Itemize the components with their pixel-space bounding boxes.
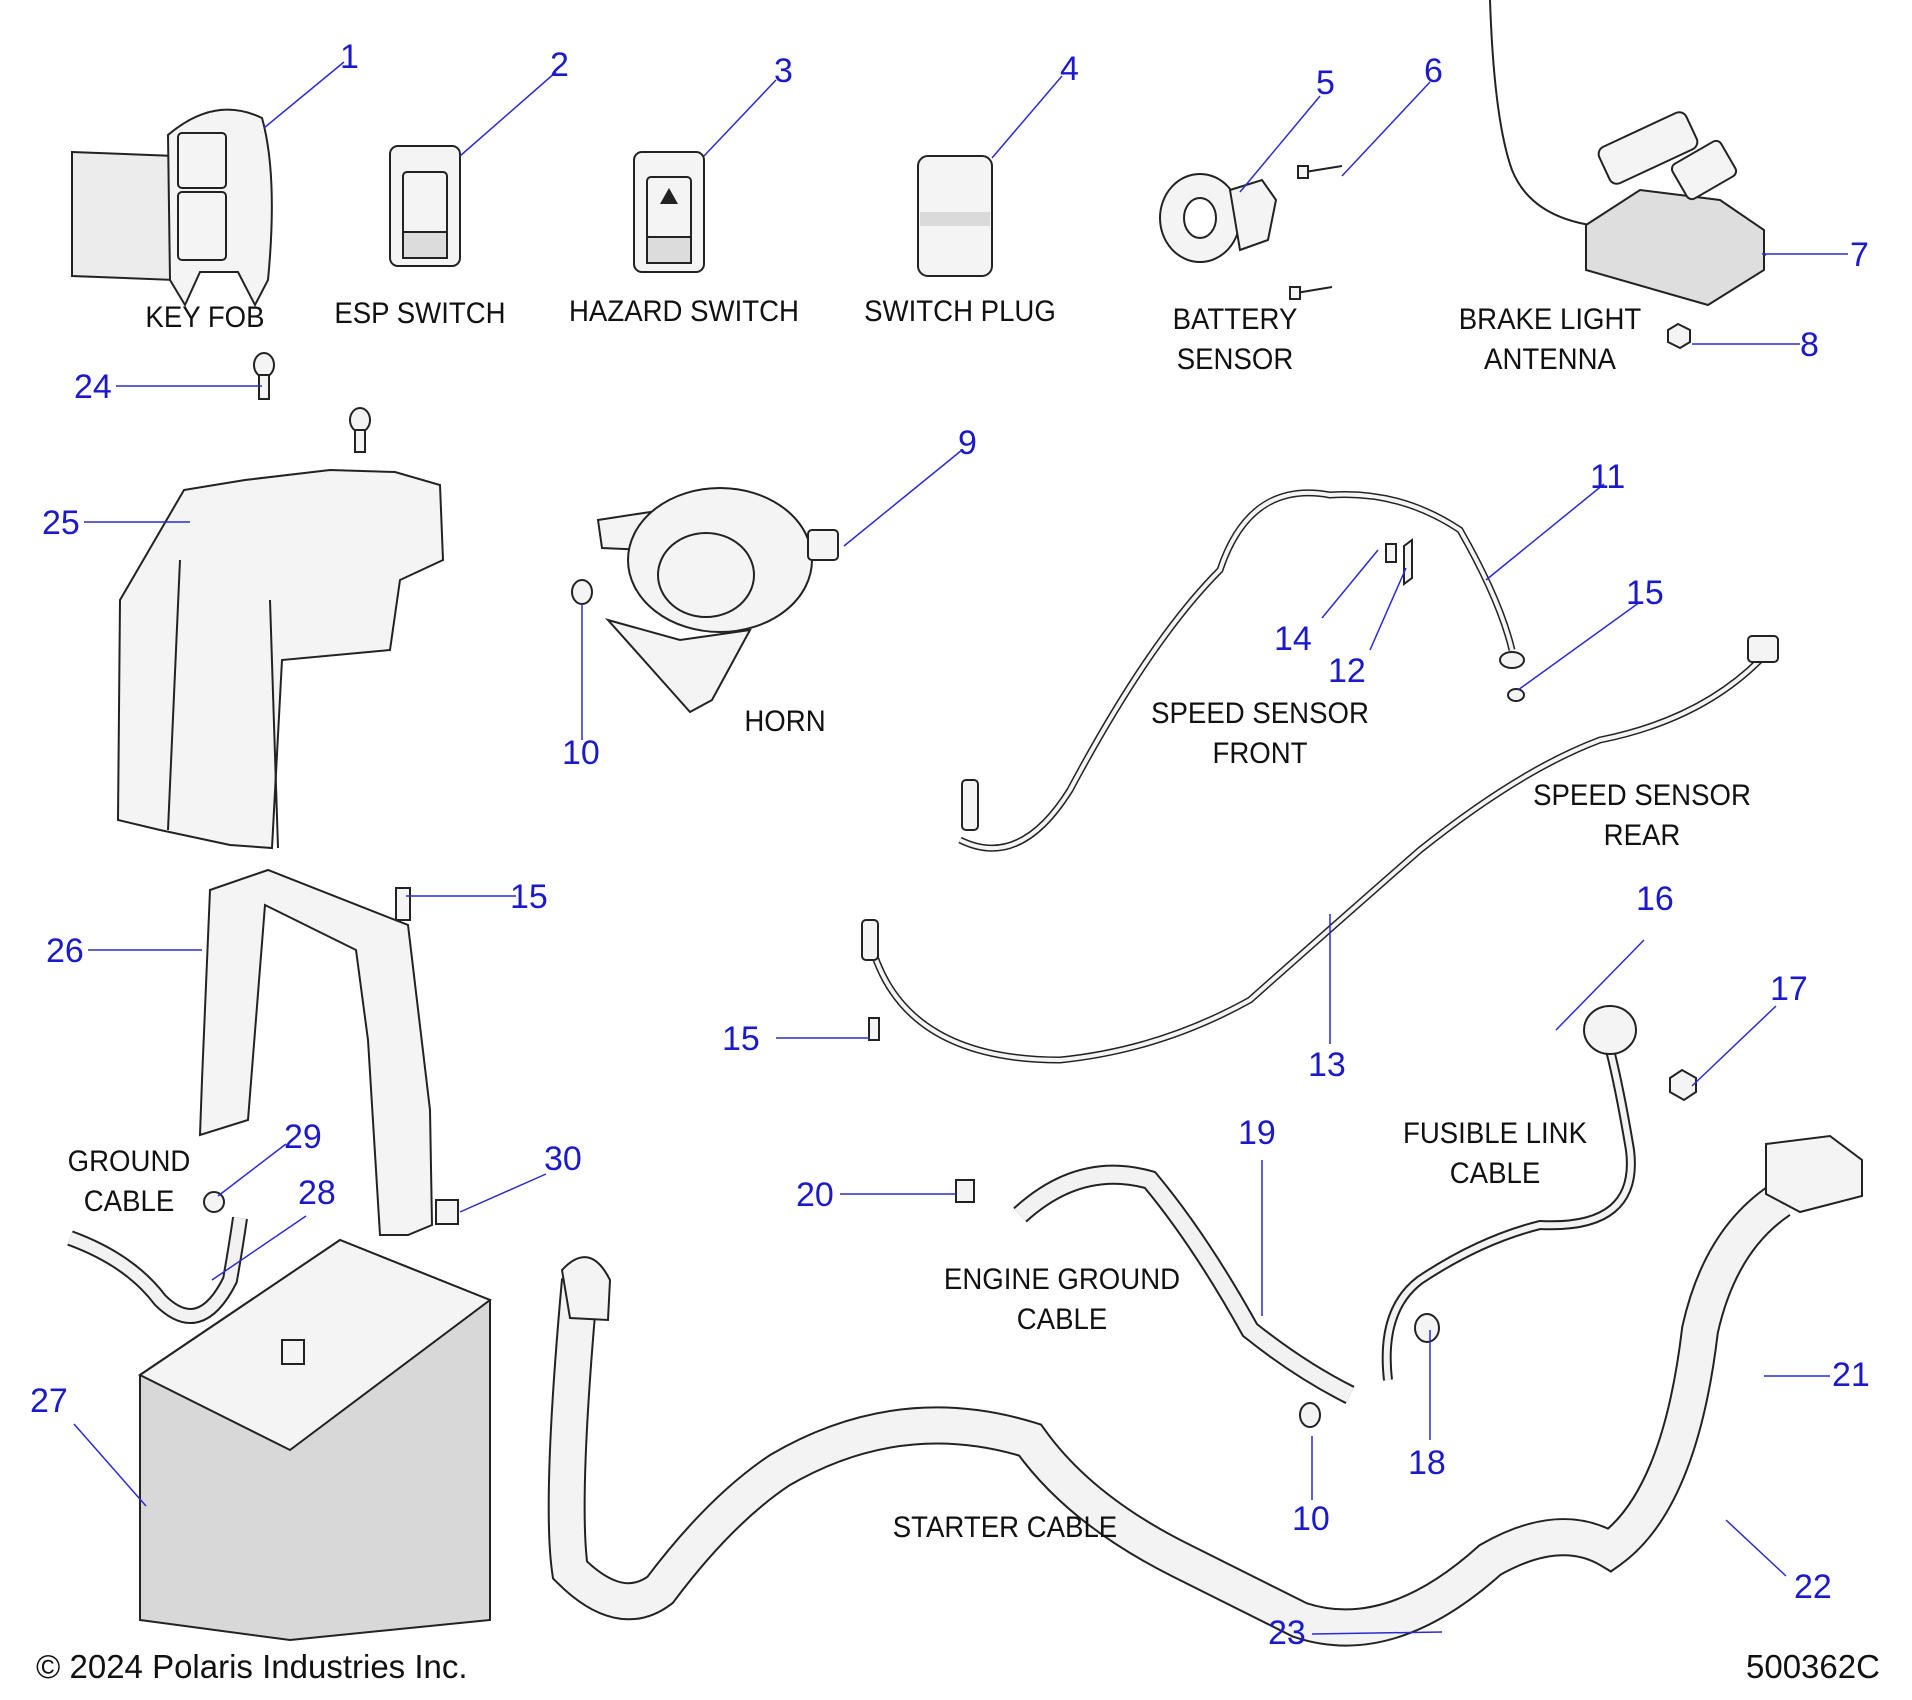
label-speed-front-line2: FRONT: [1212, 737, 1308, 770]
callout-20: 20: [796, 1176, 834, 1214]
label-brake-light-line1: BRAKE LIGHT: [1458, 303, 1642, 336]
label-hazard-switch: HAZARD SWITCH: [569, 295, 799, 328]
label-speed-rear-line1: SPEED SENSOR: [1533, 779, 1751, 812]
callout-2: 2: [550, 46, 569, 84]
callout-3: 3: [774, 52, 793, 90]
battery-sensor-part: [1159, 165, 1343, 300]
label-esp-switch: ESP SWITCH: [334, 297, 506, 330]
label-key-fob: KEY FOB: [145, 301, 265, 334]
esp-switch-part: [389, 145, 461, 267]
horn-part: [571, 487, 839, 714]
callout-23: 23: [1268, 1614, 1306, 1652]
callout-24: 24: [74, 368, 112, 406]
callout-22: 22: [1794, 1568, 1832, 1606]
callout-4: 4: [1060, 50, 1079, 88]
callout-25: 25: [42, 504, 80, 542]
brake-light-antenna-part: [1489, 0, 1765, 350]
callout-13: 13: [1308, 1046, 1346, 1084]
label-ground-cable-line1: GROUND: [67, 1145, 191, 1178]
label-speed-rear-line2: REAR: [1603, 819, 1681, 852]
callout-19: 19: [1238, 1114, 1276, 1152]
callout-15-bracket: 15: [510, 878, 548, 916]
callout-27: 27: [30, 1382, 68, 1420]
callout-10-engine: 10: [1292, 1500, 1330, 1538]
label-fusible-link-line1: FUSIBLE LINK: [1402, 1117, 1588, 1150]
battery-part: [138, 1199, 493, 1642]
drawing-number: 500362C: [1746, 1648, 1880, 1685]
callout-15-front: 15: [1626, 574, 1664, 612]
callout-17: 17: [1770, 970, 1808, 1008]
label-battery-sensor-line1: BATTERY: [1172, 303, 1298, 336]
label-engine-ground-line1: ENGINE GROUND: [943, 1263, 1181, 1296]
callout-21: 21: [1832, 1356, 1870, 1394]
callout-29: 29: [284, 1118, 322, 1156]
label-switch-plug: SWITCH PLUG: [864, 295, 1056, 328]
battery-cover-part: [116, 468, 445, 850]
callout-11: 11: [1590, 458, 1626, 496]
label-fusible-link-line2: CABLE: [1449, 1157, 1541, 1190]
label-brake-light-line2: ANTENNA: [1484, 343, 1616, 376]
fusible-link-cable-part: [1381, 1005, 1697, 1381]
callout-5: 5: [1316, 64, 1335, 102]
ground-cable-part: [67, 1191, 248, 1324]
hazard-switch-part: [633, 151, 705, 273]
key-fob-part: [71, 108, 273, 308]
label-starter-cable: STARTER CABLE: [892, 1511, 1118, 1544]
engine-ground-cable-part: [955, 1164, 1355, 1428]
label-horn: HORN: [744, 705, 826, 738]
callout-1: 1: [340, 38, 359, 76]
callout-15-rear: 15: [722, 1020, 760, 1058]
speed-sensor-front-part: [958, 489, 1525, 852]
callout-14: 14: [1274, 620, 1312, 658]
callout-30: 30: [544, 1140, 582, 1178]
callout-28: 28: [298, 1174, 336, 1212]
label-ground-cable-line2: CABLE: [83, 1185, 175, 1218]
label-speed-front-line1: SPEED SENSOR: [1151, 697, 1369, 730]
callout-6: 6: [1424, 52, 1443, 90]
callout-12: 12: [1328, 652, 1366, 690]
callout-18: 18: [1408, 1444, 1446, 1482]
callout-16: 16: [1636, 880, 1674, 918]
starter-cable-part: [547, 1134, 1863, 1647]
callout-8: 8: [1800, 326, 1819, 364]
switch-plug-part: [917, 155, 993, 277]
callout-leaders: [73, 61, 1848, 1635]
copyright-text: © 2024 Polaris Industries Inc.: [36, 1648, 468, 1685]
label-engine-ground-line2: CABLE: [1016, 1303, 1108, 1336]
screw-24-part: [253, 352, 371, 453]
callout-26: 26: [46, 932, 84, 970]
callout-10-horn: 10: [562, 734, 600, 772]
label-battery-sensor-line2: SENSOR: [1176, 343, 1294, 376]
callout-7: 7: [1850, 236, 1869, 274]
callout-9: 9: [958, 424, 977, 462]
battery-bracket-part: [198, 868, 434, 1236]
